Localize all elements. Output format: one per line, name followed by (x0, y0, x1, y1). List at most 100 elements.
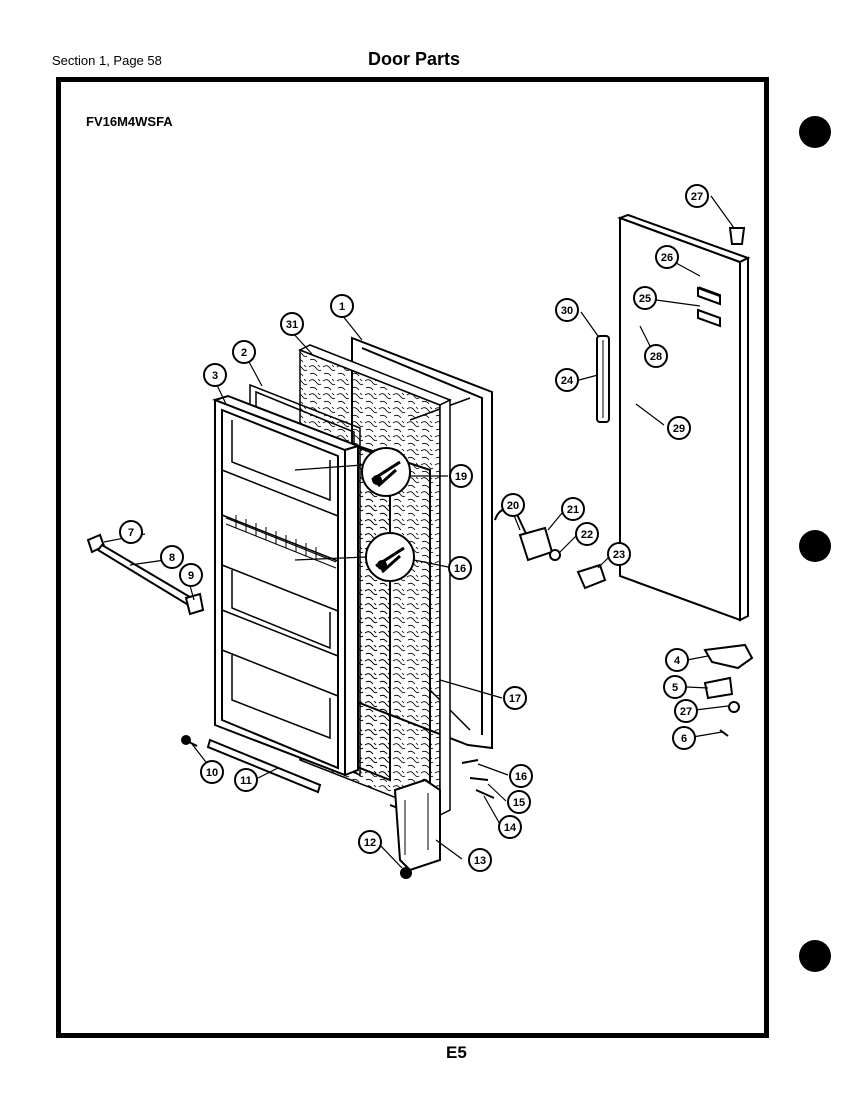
binder-hole-bottom (799, 940, 831, 972)
callout-c9: 9 (179, 563, 203, 587)
callout-label: 19 (455, 471, 467, 483)
callout-c12: 12 (358, 830, 382, 854)
callout-c23: 23 (607, 542, 631, 566)
callout-circle (509, 764, 533, 788)
callout-label: 22 (581, 529, 593, 541)
callout-label: 20 (507, 500, 519, 512)
callout-c21: 21 (561, 497, 585, 521)
callout-circle (685, 184, 709, 208)
callout-label: 17 (509, 693, 521, 705)
callout-label: 27 (680, 706, 692, 718)
callout-circle (655, 245, 679, 269)
callout-label: 24 (561, 375, 574, 387)
callout-c26: 26 (655, 245, 679, 269)
callout-label: 14 (504, 822, 517, 834)
callout-circle (507, 790, 531, 814)
model-number: FV16M4WSFA (86, 114, 173, 129)
callout-c7: 7 (119, 520, 143, 544)
callout-c25: 25 (633, 286, 657, 310)
detail-bubble-upper (294, 447, 411, 497)
diagram-frame (56, 77, 769, 1038)
callout-c19: 19 (449, 464, 473, 488)
callout-c8: 8 (160, 545, 184, 569)
callout-circle (503, 686, 527, 710)
callout-c31: 31 (280, 312, 304, 336)
callout-circle (280, 312, 304, 336)
callout-circle (119, 520, 143, 544)
callout-c15: 15 (507, 790, 531, 814)
callout-c20: 20 (501, 493, 525, 517)
callout-circle (607, 542, 631, 566)
callout-c2: 2 (232, 340, 256, 364)
callout-label: 3 (212, 370, 218, 382)
door-handle (596, 335, 610, 423)
binder-hole-top (799, 116, 831, 148)
callout-label: 7 (128, 527, 134, 539)
callout-label: 16 (454, 563, 466, 575)
section-page-label: Section 1, Page 58 (52, 53, 162, 68)
callout-circle (330, 294, 354, 318)
callout-circle (498, 815, 522, 839)
callout-label: 13 (474, 855, 486, 867)
callout-c17: 17 (503, 686, 527, 710)
hinge-parts (703, 227, 754, 737)
lower-hinge-parts (461, 759, 495, 799)
callout-circle (667, 416, 691, 440)
callout-label: 25 (639, 293, 651, 305)
hinge-cover (393, 778, 441, 879)
callout-c5: 5 (663, 675, 687, 699)
callout-circle (232, 340, 256, 364)
callout-circle (674, 699, 698, 723)
callout-label: 16 (515, 771, 527, 783)
light-switch-parts (494, 507, 607, 590)
callout-label: 29 (673, 423, 685, 435)
callout-label: 12 (364, 837, 376, 849)
callout-circle (179, 563, 203, 587)
callout-c22: 22 (575, 522, 599, 546)
callout-c28: 28 (644, 344, 668, 368)
callout-label: 2 (241, 347, 247, 359)
callout-circle (555, 368, 579, 392)
callout-circle (448, 556, 472, 580)
shelf-rail-assembly (86, 533, 205, 616)
callout-c3: 3 (203, 363, 227, 387)
callout-circle (501, 493, 525, 517)
callout-circle (200, 760, 224, 784)
callout-c16a: 16 (509, 764, 533, 788)
callout-label: 4 (674, 655, 681, 667)
callout-circle (234, 768, 258, 792)
callout-label: 5 (672, 682, 678, 694)
callout-label: 31 (286, 319, 298, 331)
callout-c6: 6 (672, 726, 696, 750)
callout-label: 11 (240, 775, 252, 787)
screw-10 (181, 735, 198, 747)
callout-circle (633, 286, 657, 310)
callout-circle (449, 464, 473, 488)
callout-c4: 4 (665, 648, 689, 672)
callout-label: 23 (613, 549, 625, 561)
callout-circle (555, 298, 579, 322)
callout-label: 1 (339, 301, 345, 313)
callout-c29: 29 (667, 416, 691, 440)
callout-circle (665, 648, 689, 672)
binder-hole-middle (799, 530, 831, 562)
callout-c10: 10 (200, 760, 224, 784)
inner-door-liner (211, 394, 362, 777)
callout-c11: 11 (234, 768, 258, 792)
callout-c27a: 27 (685, 184, 709, 208)
callout-circle (575, 522, 599, 546)
callout-label: 8 (169, 552, 175, 564)
callout-circle (160, 545, 184, 569)
detail-bubble-lower (294, 532, 415, 582)
callout-circle (672, 726, 696, 750)
callout-circle (561, 497, 585, 521)
callout-label: 28 (650, 351, 662, 363)
callout-circle (203, 363, 227, 387)
callout-label: 6 (681, 733, 687, 745)
callout-circle (358, 830, 382, 854)
callout-c24: 24 (555, 368, 579, 392)
bottom-trim (206, 738, 322, 794)
callout-circle (468, 848, 492, 872)
page-code: E5 (446, 1043, 467, 1062)
